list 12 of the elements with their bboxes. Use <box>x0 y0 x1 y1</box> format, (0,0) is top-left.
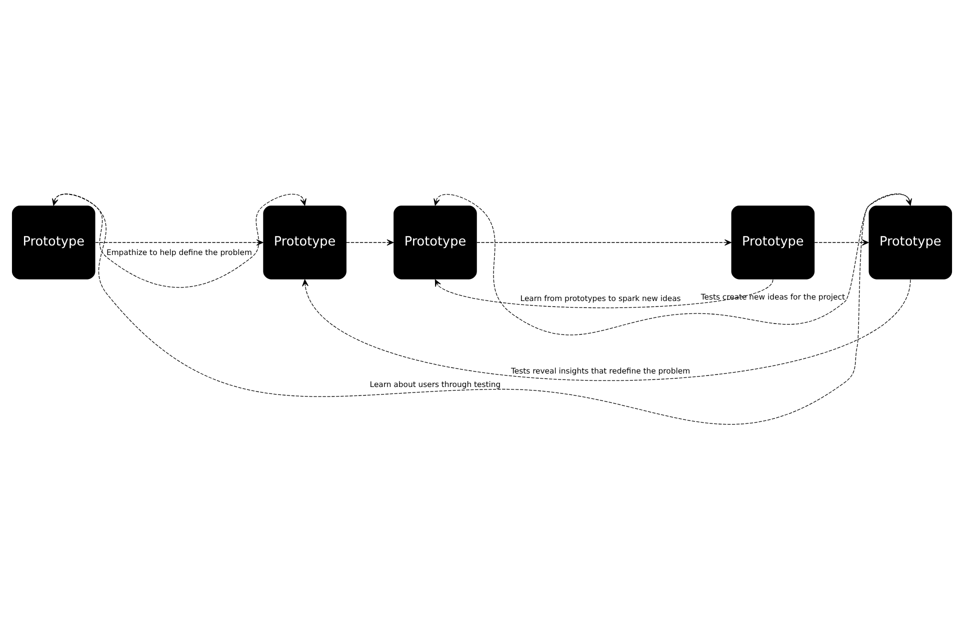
node-box: Prototype <box>731 205 815 279</box>
arrow <box>476 238 732 246</box>
node-box: Prototype <box>394 205 477 279</box>
arrow <box>302 278 911 380</box>
arrow <box>346 238 394 246</box>
arrow <box>434 278 774 308</box>
arrow <box>95 238 264 246</box>
arrow <box>814 238 869 246</box>
arrow <box>53 193 306 288</box>
node-box: Prototype <box>12 205 96 279</box>
node-box: Prototype <box>868 205 952 279</box>
node-box: Prototype <box>263 205 346 279</box>
